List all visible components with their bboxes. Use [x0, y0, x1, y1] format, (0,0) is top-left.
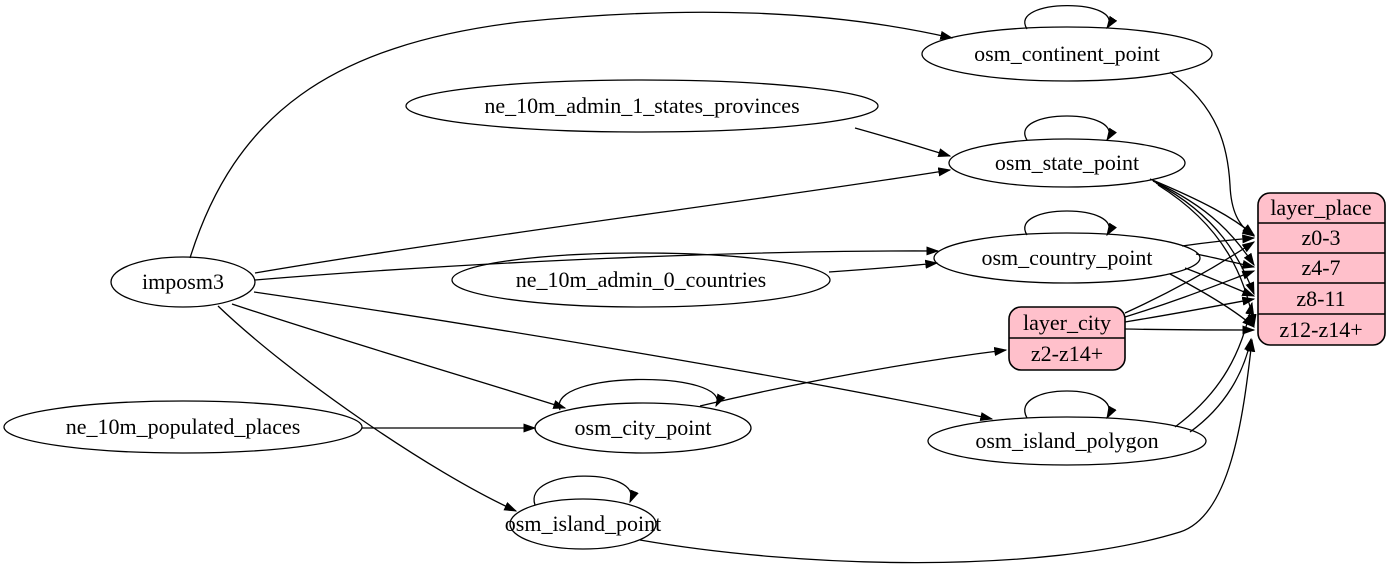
edge-osm-state-point-layer-place-z0-3: [1149, 178, 1256, 236]
edge-osm-state-point-layer-place-z8-11: [1155, 182, 1255, 296]
node-osm-state-point: osm_state_point: [948, 138, 1186, 188]
edge-osm-island-polygon-self-loop: [1024, 390, 1117, 420]
ne-10m-populated-places-label: ne_10m_populated_places: [66, 414, 301, 439]
node-layer-city: layer_city z2-z14+: [1008, 306, 1126, 371]
node-ne-10m-admin-0-countries: ne_10m_admin_0_countries: [451, 252, 831, 308]
edge-osm-country-point-layer-place-z0-3: [1181, 234, 1256, 247]
ne-10m-populated-places-shape: [3, 400, 363, 454]
layer-place-row-z0-3: z0-3: [1301, 225, 1340, 250]
edge-layer-city-layer-place-z8-11: [1124, 296, 1256, 323]
edge-osm-continent-point-layer-place-z0-3: [1169, 71, 1256, 237]
edge-imposm3-osm-city-point: [231, 303, 567, 409]
edge-imposm3-osm-state-point: [254, 167, 952, 274]
layer-city-row-z2-z14: z2-z14+: [1031, 341, 1103, 366]
edge-osm-city-point-self-loop: [558, 378, 726, 411]
osm-country-point-shape: [933, 232, 1201, 284]
edge-osm-city-point-layer-city-z2-z14: [699, 346, 1008, 407]
edge-imposm3-osm-island-polygon: [253, 291, 994, 422]
node-osm-country-point: osm_country_point: [933, 232, 1201, 284]
ne-10m-admin-0-countries-label: ne_10m_admin_0_countries: [516, 267, 767, 292]
edge-osm-state-point-self-loop: [1024, 115, 1118, 142]
node-osm-island-polygon: osm_island_polygon: [927, 416, 1207, 466]
edge-osm-island-point-self-loop: [533, 475, 639, 506]
node-ne-10m-admin-1-states-provinces: ne_10m_admin_1_states_provinces: [405, 79, 879, 133]
osm-city-point-label: osm_city_point: [575, 415, 712, 440]
edge-imposm3-osm-continent-point: [189, 11, 954, 259]
edge-osm-country-point-layer-place-z12-z14: [1169, 273, 1255, 328]
ne-10m-admin-0-countries-shape: [451, 252, 831, 308]
ne-10m-admin-1-states-provinces-shape: [405, 79, 879, 133]
osm-continent-point-shape: [921, 26, 1213, 82]
node-osm-island-point: osm_island_point: [505, 498, 661, 550]
osm-island-polygon-shape: [927, 416, 1207, 466]
node-osm-continent-point: osm_continent_point: [921, 26, 1213, 82]
node-layer-place: layer_place z0-3 z4-7 z8-11 z12-z14+: [1257, 192, 1386, 346]
node-imposm3: imposm3: [110, 256, 256, 308]
edge-ne-10m-admin-1-states-provinces-osm-state-point: [854, 127, 952, 157]
imposm3-label: imposm3: [142, 269, 224, 294]
layer-place-row-z12-z14: z12-z14+: [1279, 317, 1362, 342]
edge-osm-state-point-layer-place-z4-7: [1152, 180, 1255, 267]
ne-10m-admin-1-states-provinces-label: ne_10m_admin_1_states_provinces: [484, 93, 799, 118]
layer-place-row-z8-11: z8-11: [1296, 286, 1345, 311]
layer-city-title: layer_city: [1023, 310, 1111, 335]
osm-state-point-label: osm_state_point: [995, 150, 1139, 175]
edge-imposm3-osm-island-point: [217, 305, 518, 512]
node-osm-city-point: osm_city_point: [534, 402, 752, 454]
edge-osm-country-point-layer-place-z8-11: [1184, 267, 1256, 297]
node-ne-10m-populated-places: ne_10m_populated_places: [3, 400, 363, 454]
edge-osm-island-polygon-layer-place-z12-z14: [1189, 337, 1254, 433]
edge-imposm3-osm-country-point: [254, 246, 940, 281]
osm-country-point-label: osm_country_point: [981, 245, 1152, 270]
edge-layer-city-layer-place-z0-3: [1124, 241, 1256, 314]
osm-island-point-label: osm_island_point: [505, 511, 661, 536]
layer-place-row-z4-7: z4-7: [1301, 255, 1340, 280]
edge-ne-10m-admin-0-countries-osm-country-point: [828, 259, 939, 273]
edge-osm-continent-point-self-loop: [1024, 4, 1118, 30]
osm-island-polygon-label: osm_island_polygon: [975, 428, 1158, 453]
layer-place-title: layer_place: [1270, 195, 1371, 220]
edge-layer-city-layer-place-z4-7: [1124, 270, 1256, 318]
osm-state-point-shape: [948, 138, 1186, 188]
osm-continent-point-label: osm_continent_point: [974, 41, 1160, 66]
layer-place-shape: [1257, 192, 1386, 346]
edge-layer-city-layer-place-z12-z14: [1124, 325, 1256, 335]
imposm3-shape: [110, 256, 256, 308]
edge-osm-country-point-self-loop: [1024, 210, 1118, 237]
edge-osm-island-point-layer-place-z12-z14: [639, 338, 1256, 564]
edge-osm-island-polygon-layer-place-z8-11: [1174, 301, 1255, 428]
osm-island-point-shape: [509, 498, 657, 550]
